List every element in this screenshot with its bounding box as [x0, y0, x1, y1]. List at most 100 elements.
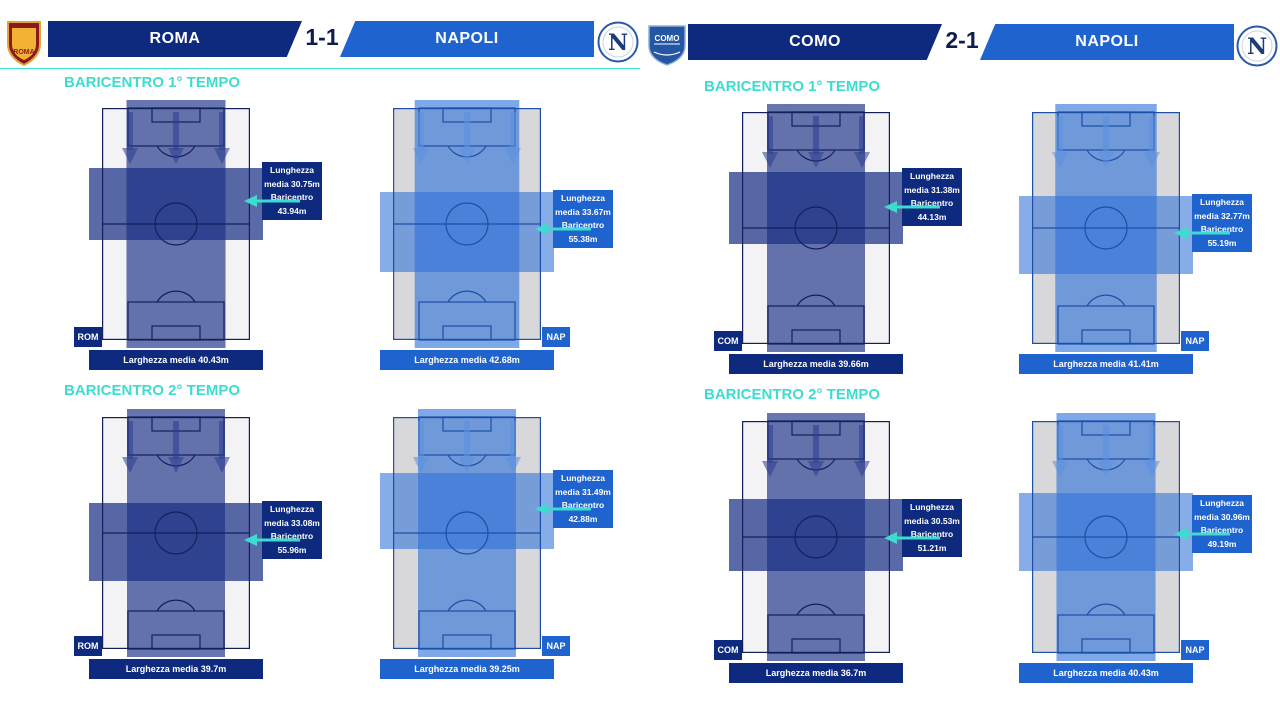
como-logo-icon: COMO [646, 22, 688, 66]
pitch-lines [393, 107, 542, 341]
attack-arrows [762, 116, 870, 168]
napoli-logo-text: N [1247, 34, 1267, 60]
lunghezza-label: Lunghezza media 30.96m [1194, 498, 1250, 522]
home-team-name: COMO [789, 33, 841, 50]
length-block [1019, 493, 1193, 571]
lunghezza-label: Lunghezza media 30.75m [264, 165, 320, 189]
roma-logo-text: ROMA [13, 49, 34, 56]
home-team-name: ROMA [149, 30, 201, 47]
lunghezza-label: Lunghezza media 30.53m [904, 502, 960, 526]
baricentro-label: Baricentro [1200, 525, 1244, 535]
baricentro-label: Baricentro [561, 500, 605, 510]
attack-arrows [413, 112, 521, 164]
team-tag: ROM [74, 327, 102, 347]
baricentro-value: 43.94m [277, 205, 307, 216]
header-divider [0, 68, 640, 69]
length-block [1019, 196, 1193, 274]
team-tag: NAP [542, 327, 570, 347]
team-tag: COM [714, 331, 742, 351]
larghezza-bar: Larghezza media 39.25m [380, 659, 554, 679]
home-team-bar: COMO [688, 24, 942, 60]
lunghezza-label: Lunghezza media 31.38m [904, 171, 960, 195]
length-block [380, 192, 554, 272]
match-score: 2-1 [945, 27, 979, 53]
pitch-panel [729, 413, 903, 661]
larghezza-bar: Larghezza media 41.41m [1019, 354, 1193, 374]
length-block [729, 499, 903, 571]
pitch-panel [1019, 104, 1193, 352]
baricentro-arrow-icon [535, 223, 591, 235]
away-team-name: NAPOLI [435, 30, 499, 47]
pitch-panel [89, 100, 263, 348]
section-title-first-half: BARICENTRO 1° TEMPO [704, 78, 881, 95]
roma-logo-icon: ROMA [4, 18, 44, 67]
baricentro-arrow-icon [884, 201, 940, 213]
baricentro-label: Baricentro [910, 529, 954, 539]
attack-arrows [1052, 116, 1160, 168]
length-block [89, 168, 263, 240]
larghezza-bar: Larghezza media 40.43m [89, 350, 263, 370]
pitch-panel [380, 409, 554, 657]
attack-arrows [762, 425, 870, 477]
baricentro-value: 44.13m [917, 211, 947, 222]
match-header-left: ROMA ROMA 1-1 NAPOLI N [0, 0, 640, 70]
away-team-name: NAPOLI [1075, 33, 1139, 50]
team-tag: COM [714, 640, 742, 660]
larghezza-bar: Larghezza media 42.68m [380, 350, 554, 370]
pitch-panel [729, 104, 903, 352]
larghezza-bar: Larghezza media 36.7m [729, 663, 903, 683]
lunghezza-label: Lunghezza media 33.67m [555, 193, 611, 217]
section-title-first-half: BARICENTRO 1° TEMPO [64, 74, 241, 91]
lunghezza-label: Lunghezza media 31.49m [555, 473, 611, 497]
baricentro-arrow-icon [884, 532, 940, 544]
baricentro-value: 42.88m [568, 513, 598, 524]
away-team-bar: NAPOLI [980, 24, 1234, 60]
section-title-second-half: BARICENTRO 2° TEMPO [64, 382, 241, 399]
baricentro-value: 55.19m [1207, 237, 1237, 248]
lunghezza-label: Lunghezza media 32.77m [1194, 197, 1250, 221]
napoli-logo-icon: N [1236, 25, 1278, 67]
baricentro-label: Baricentro [270, 531, 314, 541]
away-team-bar: NAPOLI [340, 21, 594, 57]
baricentro-value: 49.19m [1207, 538, 1237, 549]
match-header-right: COMO COMO 2-1 NAPOLI N [640, 0, 1280, 70]
attack-arrows [122, 421, 230, 473]
team-tag: NAP [542, 636, 570, 656]
section-title-second-half: BARICENTRO 2° TEMPO [704, 386, 881, 403]
baricentro-arrow-icon [1174, 528, 1230, 540]
pitch-panel [380, 100, 554, 348]
baricentro-arrow-icon [244, 195, 300, 207]
length-block [380, 473, 554, 549]
attack-arrows [122, 112, 230, 164]
larghezza-bar: Larghezza media 40.43m [1019, 663, 1193, 683]
match-score: 1-1 [305, 24, 339, 50]
baricentro-label: Baricentro [561, 220, 605, 230]
baricentro-value: 55.38m [568, 233, 598, 244]
baricentro-value: 55.96m [277, 544, 307, 555]
baricentro-arrow-icon [1174, 227, 1230, 239]
baricentro-arrow-icon [244, 534, 300, 546]
home-team-bar: ROMA [48, 21, 302, 57]
napoli-logo-icon: N [597, 21, 639, 63]
pitch-panel [89, 409, 263, 657]
team-tag: NAP [1181, 331, 1209, 351]
baricentro-label: Baricentro [910, 198, 954, 208]
baricentro-arrow-icon [535, 503, 591, 515]
length-block [89, 503, 263, 581]
team-tag: NAP [1181, 640, 1209, 660]
length-block [729, 172, 903, 244]
como-logo-text: COMO [655, 34, 680, 43]
attack-arrows [413, 421, 521, 473]
attack-arrows [1052, 425, 1160, 477]
team-tag: ROM [74, 636, 102, 656]
larghezza-bar: Larghezza media 39.66m [729, 354, 903, 374]
pitch-panel [1019, 413, 1193, 661]
baricentro-label: Baricentro [270, 192, 314, 202]
baricentro-value: 51.21m [917, 542, 947, 553]
